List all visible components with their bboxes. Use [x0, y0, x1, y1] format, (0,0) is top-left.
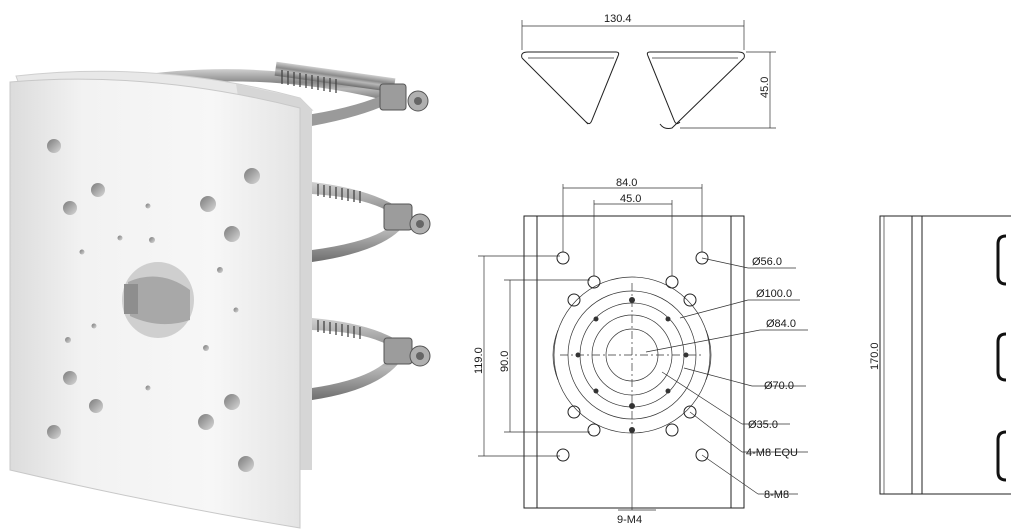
callout-4-m8-equ: 4-M8 EQU [746, 447, 798, 459]
callout-d70: Ø70.0 [764, 380, 794, 392]
hose-clamp-bottom [312, 318, 431, 400]
hole-spacing-inner: 45.0 [620, 193, 641, 205]
callout-d100: Ø100.0 [756, 288, 792, 300]
plate-holes [47, 139, 260, 472]
callout-d56: Ø56.0 [752, 256, 782, 268]
callout-d35: Ø35.0 [748, 419, 778, 431]
height-outer-dimension: 119.0 [473, 347, 485, 374]
callout-d84: Ø84.0 [766, 318, 796, 330]
side-height-dimension: 170.0 [869, 342, 881, 370]
top-width-dimension: 130.4 [604, 13, 632, 25]
top-view: 130.4 45.0 [521, 13, 776, 129]
product-photo [9, 61, 431, 529]
callout-8-m8: 8-M8 [764, 489, 789, 501]
hose-clamp-middle [312, 182, 431, 262]
hole-spacing-outer: 84.0 [616, 177, 637, 189]
height-inner-dimension: 90.0 [499, 351, 511, 372]
front-holes [556, 251, 709, 462]
side-view: 170.0 [869, 215, 1011, 495]
top-depth-dimension: 45.0 [759, 77, 771, 98]
callout-9-m4: 9-M4 [617, 514, 642, 526]
front-view: 84.0 45.0 119.0 90.0 [473, 177, 808, 526]
